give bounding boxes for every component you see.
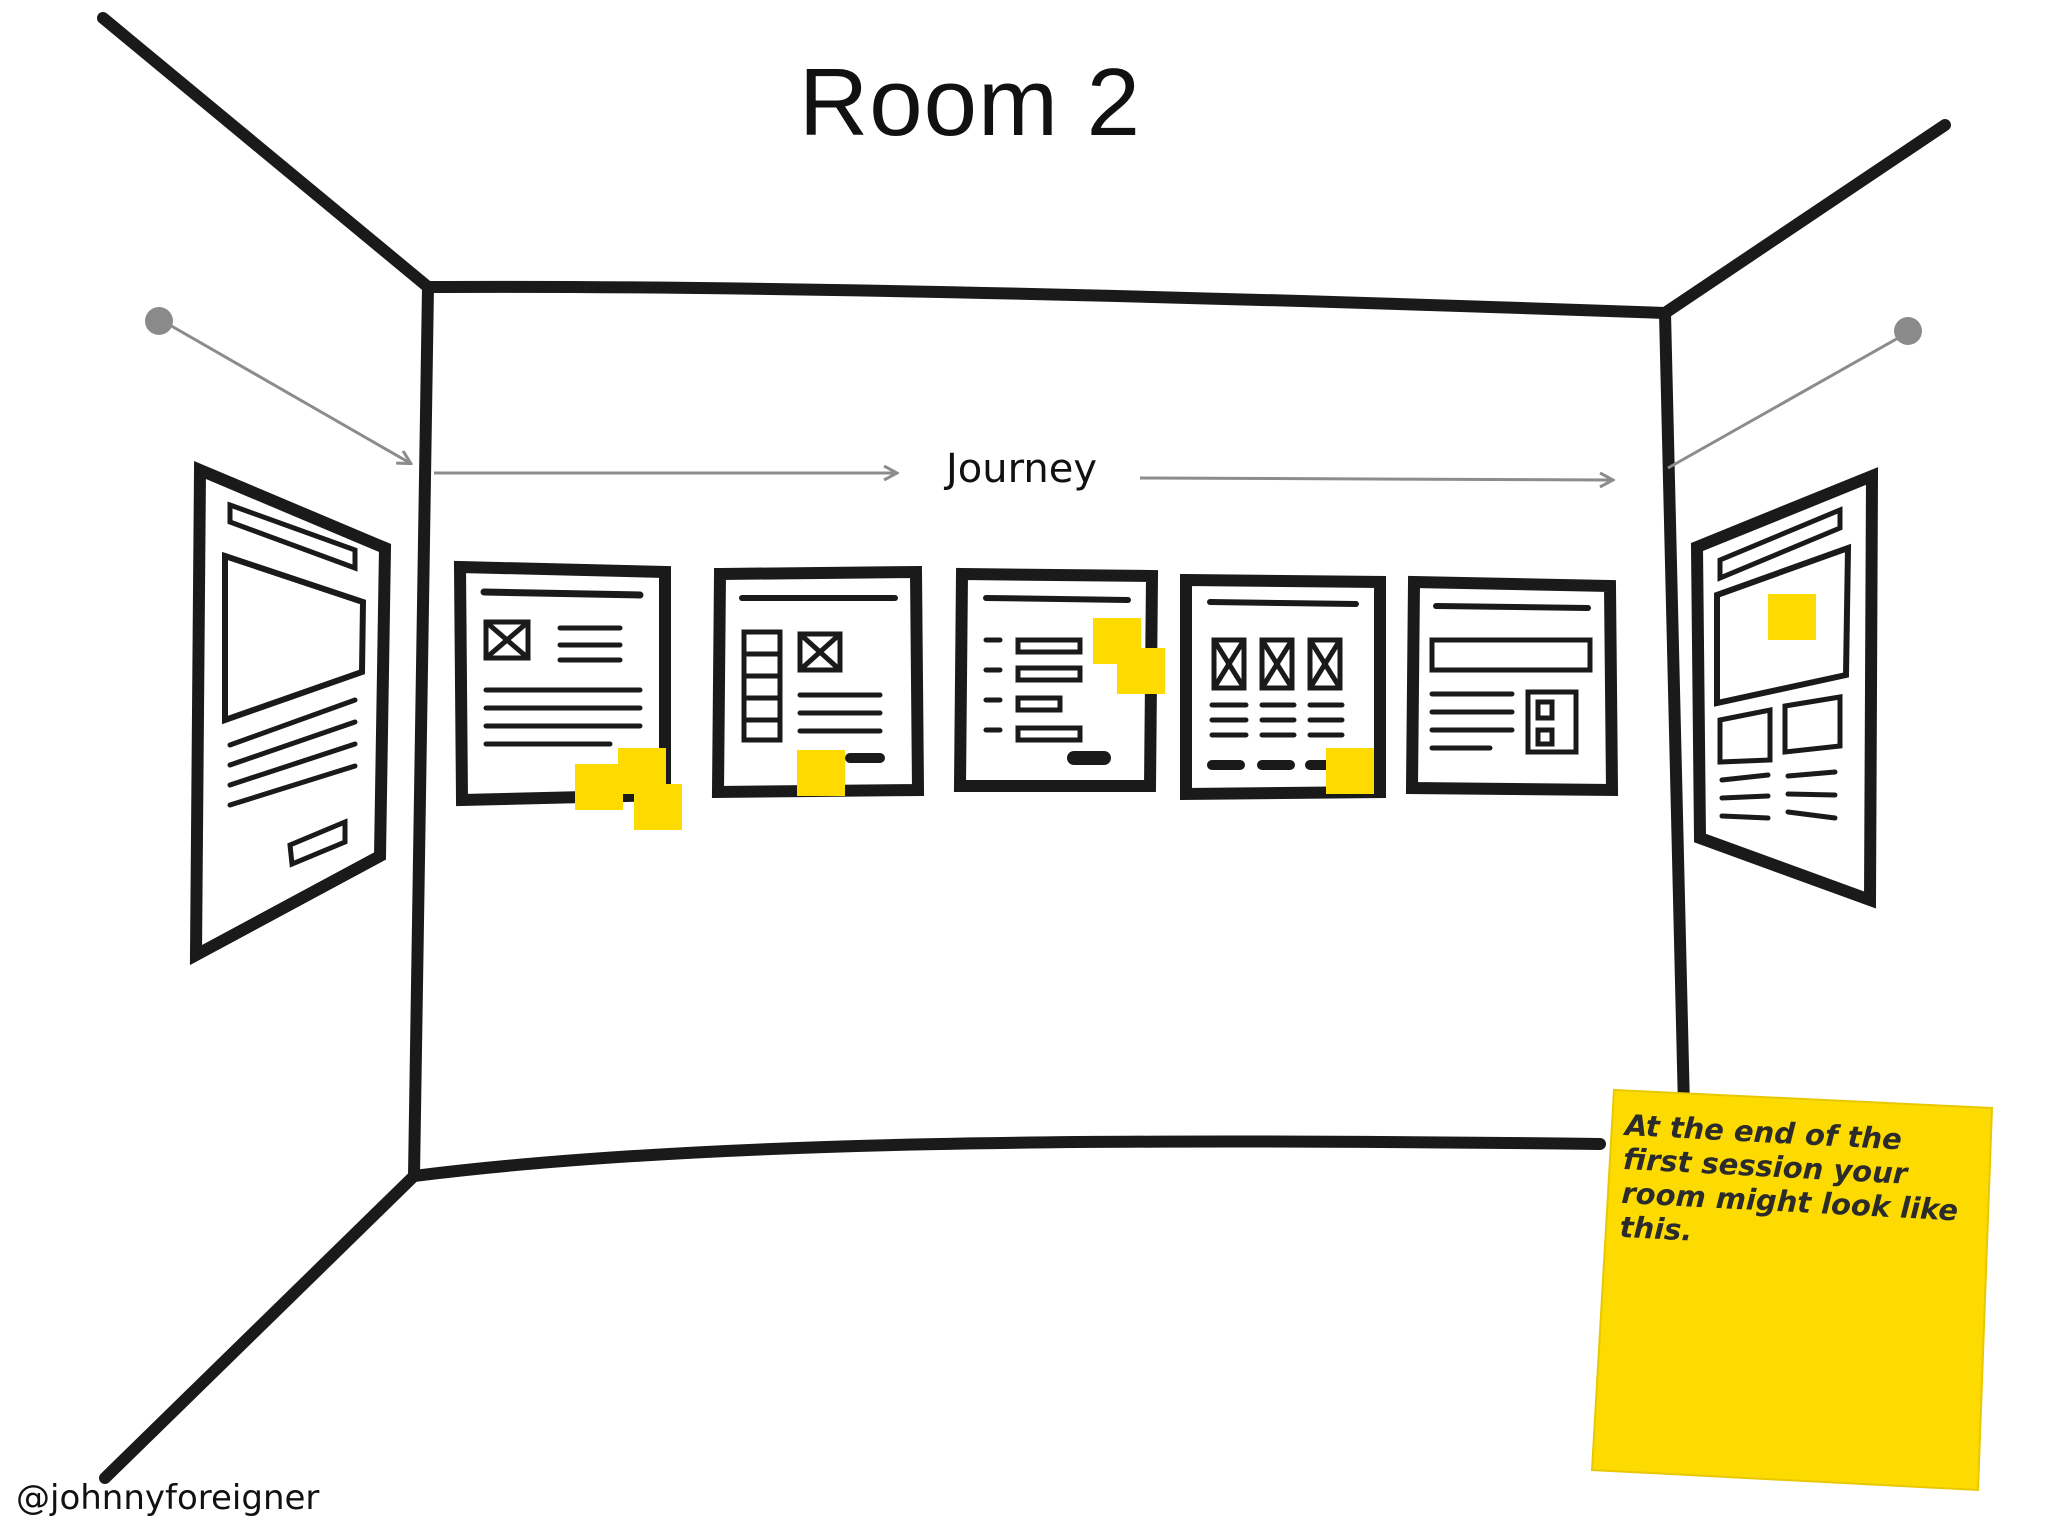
sticky-note-large bbox=[1590, 1088, 1994, 1492]
sticky-small-8 bbox=[1768, 594, 1816, 640]
arrow-entry bbox=[160, 318, 410, 463]
pin-right bbox=[1894, 317, 1922, 345]
floor-line bbox=[408, 1135, 1606, 1182]
wireframe-poster-5 bbox=[1405, 575, 1619, 797]
page-title: Room 2 bbox=[798, 49, 1142, 156]
wireframe-poster-3 bbox=[953, 567, 1159, 792]
sticky-note-text: At the end of the first session your roo… bbox=[1618, 1108, 1959, 1248]
sticky-small-3 bbox=[634, 784, 682, 830]
room-walls bbox=[97, 12, 1951, 1484]
sticky-notes-small bbox=[575, 594, 1816, 830]
ceiling-right-edge bbox=[1659, 119, 1951, 319]
sticky-small-6 bbox=[1117, 648, 1165, 694]
pin-left bbox=[145, 307, 173, 335]
journey-label: Journey bbox=[946, 446, 1097, 492]
back-wall-left bbox=[408, 281, 434, 1182]
arrow-exit bbox=[1667, 331, 1908, 470]
wireframe-poster-4 bbox=[1180, 573, 1386, 801]
wireframe-poster-2 bbox=[711, 565, 925, 799]
wireframe-poster-right-wall bbox=[1690, 467, 1879, 909]
back-wall-right bbox=[1659, 307, 1690, 1114]
sticky-small-1 bbox=[575, 764, 623, 810]
author-credit: @johnnyforeigner bbox=[16, 1478, 320, 1518]
arrow-journey-2 bbox=[1139, 478, 1612, 480]
sticky-small-4 bbox=[797, 750, 845, 796]
sticky-small-7 bbox=[1326, 748, 1374, 794]
back-wall-top bbox=[422, 280, 1671, 319]
floor-left-edge bbox=[99, 1170, 420, 1484]
ceiling-left-edge bbox=[97, 12, 434, 293]
journey-arrows bbox=[160, 318, 1908, 480]
wireframe-poster-left-wall bbox=[189, 460, 392, 966]
